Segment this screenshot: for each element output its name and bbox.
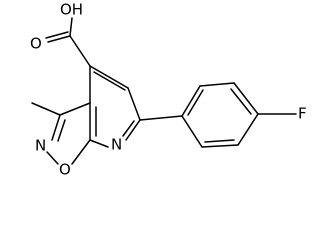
phenyl-bond-3: [233, 82, 259, 115]
bond-c4-c5: [89, 65, 129, 89]
phenyl-bond-3-inner: [230, 88, 252, 115]
bond-c6-n7: [125, 119, 141, 141]
bond-carboxyl-oh: [69, 17, 73, 37]
isoxazole-ring: [46, 102, 91, 165]
bond-c4-carboxyl: [69, 35, 91, 67]
isoxazole-oxygen-label: O: [59, 161, 71, 179]
bond-c6-n7-inner: [122, 120, 135, 137]
bond-o1-c7a: [71, 139, 91, 165]
fluorophenyl-group: [139, 82, 297, 148]
phenyl-bond-1: [181, 85, 201, 117]
phenyl-bond-5: [201, 144, 239, 148]
carbonyl-oxygen-label: O: [30, 35, 42, 53]
molecular-structure: OH O F N N O: [30, 1, 307, 179]
bond-c4-c5-inner: [93, 71, 126, 91]
phenyl-bond-5-inner: [204, 139, 235, 143]
isoxazole-nitrogen-label: N: [35, 137, 46, 155]
bond-c3a-c3: [59, 102, 91, 116]
carboxylic-acid-group: [45, 17, 91, 67]
bond-c5-c6: [127, 87, 141, 121]
phenyl-bond-4: [237, 113, 259, 146]
pyridine-ring: [89, 65, 141, 148]
bond-n7-c7a: [89, 139, 109, 148]
phenyl-bond-6: [181, 115, 203, 148]
fluorine-label: F: [298, 105, 307, 123]
phenyl-bond-1-inner: [187, 89, 204, 116]
bond-n2-o1: [46, 151, 59, 165]
bond-carboxyl-co-1: [47, 35, 71, 43]
pyridine-nitrogen-label: N: [111, 136, 122, 154]
bond-c6-phenyl: [139, 115, 183, 121]
methyl-bond: [31, 102, 61, 116]
hydroxyl-label: OH: [60, 1, 83, 19]
bond-c3-n2-inner: [57, 119, 66, 142]
bond-c3-n2: [51, 114, 61, 141]
bond-carboxyl-co-2: [45, 31, 69, 39]
phenyl-bond-2: [199, 82, 235, 87]
